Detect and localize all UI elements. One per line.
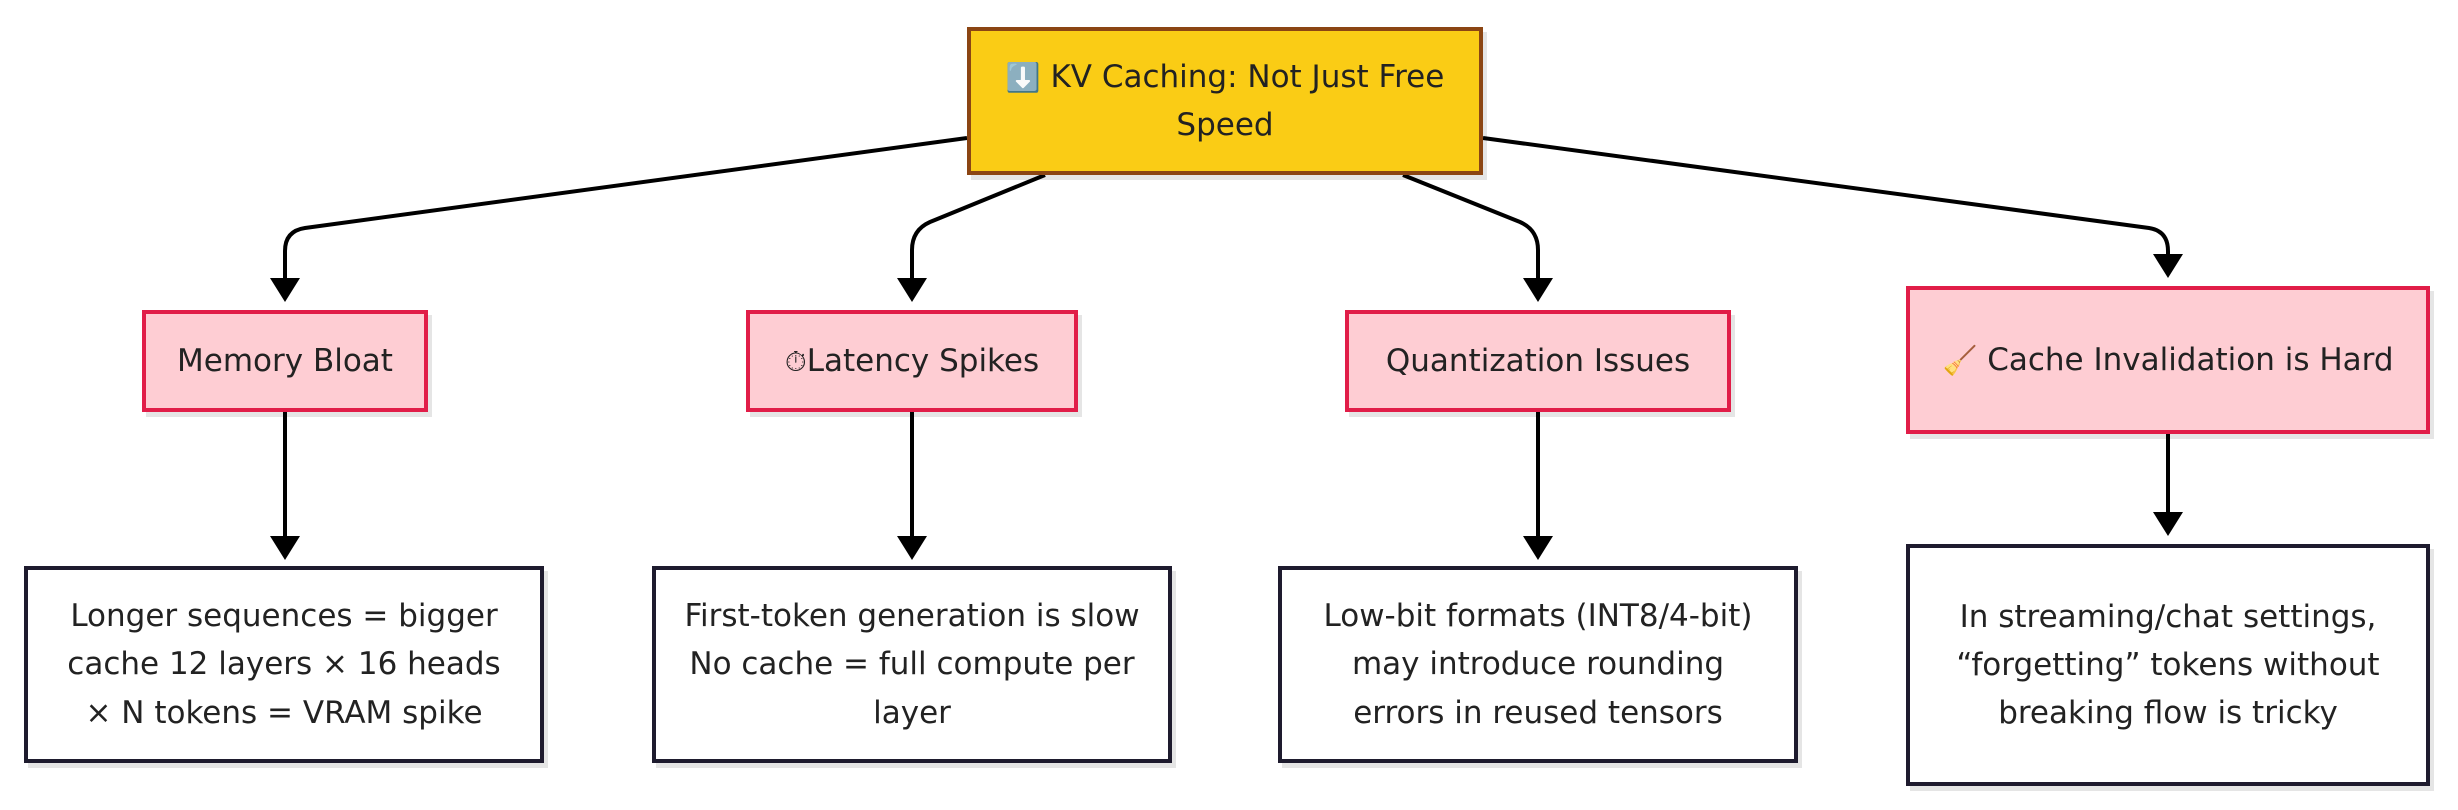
arrowhead bbox=[2153, 254, 2183, 278]
arrowhead bbox=[270, 278, 300, 302]
category-cache-invalidation: 🧹 Cache Invalidation is Hard bbox=[1906, 286, 2430, 434]
category-label: Cache Invalidation is Hard bbox=[1987, 341, 2394, 378]
detail-quantization-issues: Low-bit formats (INT8/4-bit) may introdu… bbox=[1278, 566, 1798, 763]
stopwatch-icon: ⏱ bbox=[784, 344, 807, 378]
arrowhead bbox=[1523, 536, 1553, 560]
edge-root-to-quantization-issues bbox=[1402, 173, 1540, 278]
arrowhead bbox=[1523, 278, 1553, 302]
detail-text: Low-bit formats (INT8/4-bit) may introdu… bbox=[1323, 598, 1753, 731]
detail-text: Longer sequences = bigger cache 12 layer… bbox=[67, 598, 501, 731]
root-node: ⬇️ KV Caching: Not Just Free Speed bbox=[967, 27, 1483, 175]
edge-root-to-latency-spikes bbox=[910, 173, 1046, 278]
category-latency-spikes: ⏱Latency Spikes bbox=[746, 310, 1078, 412]
detail-memory-bloat: Longer sequences = bigger cache 12 layer… bbox=[24, 566, 544, 763]
detail-text: In streaming/chat settings, “forgetting”… bbox=[1956, 598, 2380, 732]
category-label: Memory Bloat bbox=[177, 342, 393, 379]
arrowhead bbox=[897, 278, 927, 302]
category-memory-bloat: Memory Bloat bbox=[142, 310, 428, 412]
detail-text: First-token generation is slow No cache … bbox=[684, 598, 1140, 731]
root-label: KV Caching: Not Just Free Speed bbox=[1050, 58, 1445, 143]
category-quantization-issues: Quantization Issues bbox=[1345, 310, 1731, 412]
arrowhead bbox=[2153, 512, 2183, 536]
category-label: Quantization Issues bbox=[1385, 342, 1691, 379]
detail-latency-spikes: First-token generation is slow No cache … bbox=[652, 566, 1172, 763]
broom-icon: 🧹 bbox=[1942, 343, 1978, 377]
arrowhead bbox=[897, 536, 927, 560]
edge-root-to-memory-bloat bbox=[283, 136, 968, 278]
detail-cache-invalidation: In streaming/chat settings, “forgetting”… bbox=[1906, 544, 2430, 786]
edge-root-to-cache-invalidation bbox=[1482, 136, 2170, 254]
down-arrow-icon: ⬇️ bbox=[1005, 60, 1041, 94]
arrowhead bbox=[270, 536, 300, 560]
category-label: Latency Spikes bbox=[806, 342, 1040, 379]
